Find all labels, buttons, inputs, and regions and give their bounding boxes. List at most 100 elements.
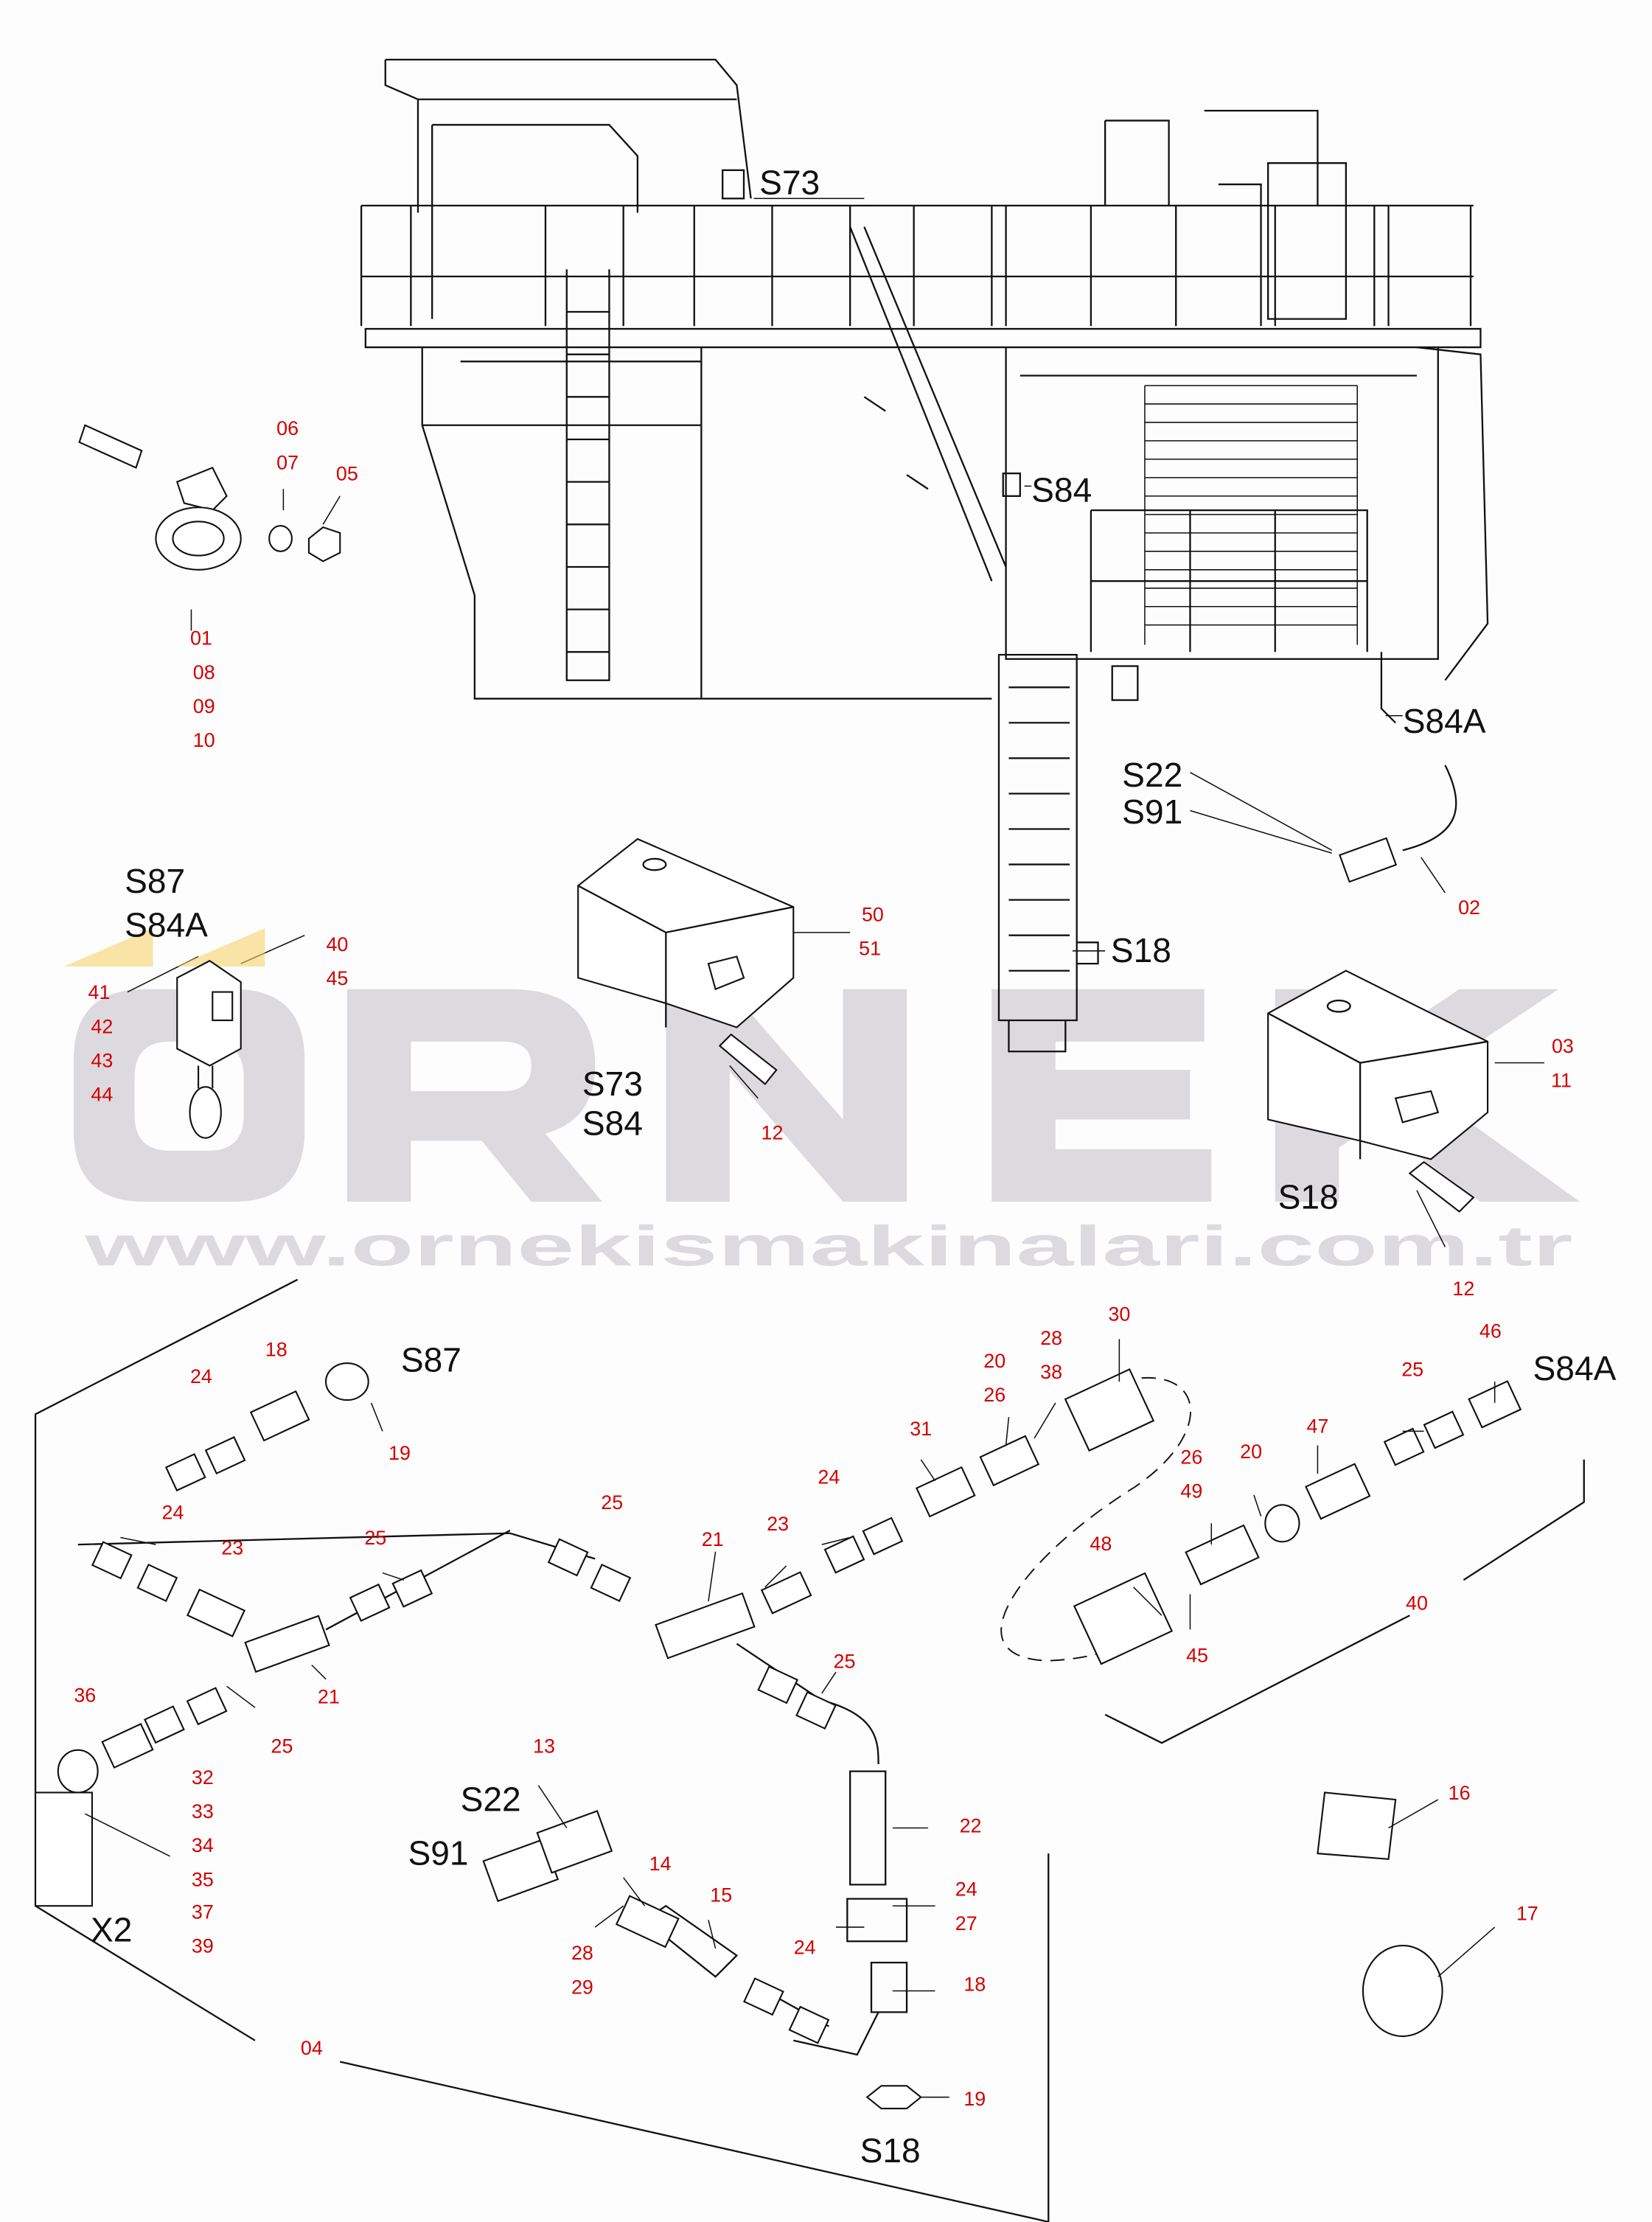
part-number: 16 [1449, 1782, 1471, 1804]
machine-drawing [360, 58, 1489, 1053]
label-s73-cover: S73 [582, 1065, 643, 1103]
part-number: 32 [192, 1766, 214, 1789]
part-number: 06 [276, 417, 299, 439]
part-number: 26 [1180, 1446, 1202, 1469]
part-number: 20 [1240, 1441, 1262, 1463]
part-number: 15 [710, 1884, 732, 1906]
label-s22-harness: S22 [461, 1780, 521, 1818]
part-number: 20 [983, 1350, 1006, 1372]
part-number: 12 [1452, 1278, 1474, 1300]
part-number: 09 [193, 695, 215, 717]
part-number: 23 [767, 1513, 789, 1535]
part-number: 21 [702, 1528, 724, 1550]
part-number: 10 [193, 729, 215, 751]
part-number: 17 [1516, 1902, 1538, 1924]
part-number: 49 [1180, 1480, 1202, 1502]
part-number: 12 [761, 1121, 784, 1143]
part-number: 03 [1552, 1035, 1574, 1057]
code-labels: S73 S84 S84A S22 S91 S18 S87 S84A S73 S8… [91, 163, 1617, 2170]
part-number: 50 [862, 903, 884, 925]
part-number: 25 [1401, 1358, 1423, 1380]
part-number: 45 [326, 967, 348, 989]
part-number: 24 [162, 1502, 184, 1524]
part-number: 27 [955, 1912, 977, 1934]
part-number: 19 [963, 2088, 986, 2110]
label-s22-top: S22 [1122, 756, 1182, 794]
part-number: 21 [318, 1685, 340, 1707]
part-number: 25 [601, 1491, 623, 1514]
part-number: 29 [571, 1976, 593, 1998]
label-s84-top: S84 [1031, 471, 1092, 509]
part-number: 07 [276, 451, 299, 473]
part-number: 44 [91, 1084, 113, 1106]
cover-03 [1267, 969, 1489, 1213]
part-numbers: 06 07 05 01 08 09 10 40 45 41 42 43 44 5… [74, 417, 1574, 2110]
part-number: 41 [88, 981, 111, 1003]
part-number: 19 [388, 1442, 411, 1464]
part-number: 46 [1480, 1320, 1502, 1342]
sensor-02 [1339, 765, 1457, 883]
label-s87-switch: S87 [125, 862, 185, 900]
leader-lines [127, 198, 1544, 1247]
part-number: 25 [271, 1735, 293, 1758]
part-number: 43 [91, 1049, 113, 1071]
part-number: 31 [910, 1418, 932, 1440]
part-number: 13 [533, 1735, 555, 1758]
watermark-brand-logo [73, 989, 1580, 1202]
label-s18-harness: S18 [860, 2131, 921, 2170]
label-s91-harness: S91 [408, 1833, 469, 1872]
part-number: 33 [192, 1800, 214, 1822]
watermark-url: www.ornekismakinalari.com.tr [83, 1214, 1572, 1278]
part-number: 22 [960, 1814, 982, 1836]
part-number: 14 [649, 1853, 672, 1875]
part-number: 25 [364, 1527, 386, 1549]
clamp-assembly [78, 424, 341, 571]
label-s87-harness: S87 [401, 1341, 461, 1379]
label-s91-top: S91 [1122, 793, 1182, 831]
part-number: 37 [192, 1901, 214, 1923]
cover-50 [577, 837, 795, 1085]
part-number: 04 [301, 2037, 323, 2059]
part-number: 28 [1040, 1327, 1062, 1349]
part-number: 39 [192, 1935, 214, 1957]
part-number: 28 [571, 1942, 593, 1964]
part-number: 24 [190, 1365, 212, 1387]
part-number: 45 [1186, 1645, 1208, 1667]
label-s73-top: S73 [759, 163, 820, 201]
part-number: 35 [192, 1868, 214, 1890]
part-number: 34 [192, 1834, 214, 1856]
label-s18-cover: S18 [1278, 1178, 1339, 1216]
part-number: 40 [326, 933, 348, 955]
label-s84-cover: S84 [582, 1104, 643, 1143]
part-number: 51 [859, 938, 881, 960]
part-number: 24 [818, 1466, 840, 1488]
label-x2: X2 [91, 1910, 132, 1948]
part-number: 11 [1551, 1069, 1572, 1091]
part-number: 01 [190, 627, 212, 649]
part-number: 38 [1040, 1361, 1062, 1383]
label-s84a-switch: S84A [125, 906, 208, 944]
switch-assembly [63, 928, 265, 1139]
part-number: 08 [193, 661, 215, 683]
watermark: www.ornekismakinalari.com.tr [73, 989, 1580, 1278]
label-s84a-harness: S84A [1533, 1349, 1617, 1387]
part-number: 42 [91, 1015, 113, 1037]
part-number: 30 [1108, 1303, 1130, 1325]
part-number: 24 [794, 1937, 816, 1959]
part-number: 23 [221, 1537, 243, 1559]
part-number: 25 [834, 1650, 856, 1672]
part-number: 47 [1306, 1415, 1328, 1437]
part-number: 48 [1090, 1533, 1112, 1555]
label-s18-top: S18 [1111, 931, 1171, 969]
part-number: 02 [1458, 896, 1480, 919]
harness-parts [34, 1339, 1522, 2110]
part-number: 36 [74, 1684, 96, 1706]
part-number: 40 [1406, 1592, 1428, 1615]
part-number: 26 [983, 1384, 1006, 1406]
label-s84a-top: S84A [1403, 702, 1486, 740]
part-number: 05 [336, 463, 358, 485]
part-number: 24 [955, 1878, 977, 1901]
part-number: 18 [265, 1338, 287, 1360]
part-number: 18 [963, 1974, 986, 1996]
